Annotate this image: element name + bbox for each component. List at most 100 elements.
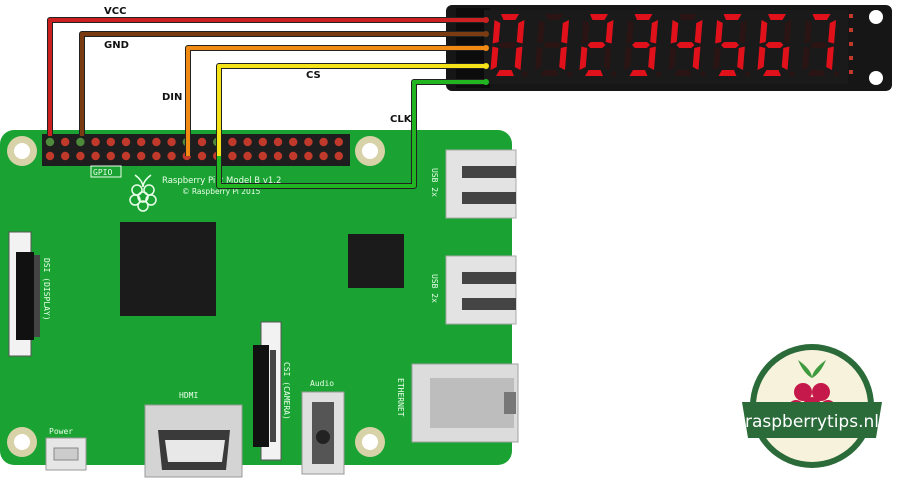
board-pcb [0, 130, 512, 465]
usb-port-bottom [445, 255, 517, 325]
segment-e [757, 46, 766, 70]
gpio-pin [91, 137, 100, 147]
wire-end [483, 63, 489, 69]
decimal-point [611, 71, 617, 77]
segment-f [759, 20, 768, 44]
gpio-header-body [42, 134, 350, 166]
segment-b [739, 20, 747, 44]
gpio-label-box [90, 165, 122, 178]
gpio-header [42, 134, 350, 166]
segment-c [559, 46, 567, 70]
gpio-pin [137, 151, 146, 161]
gpio-pin [91, 151, 100, 161]
segment-d [585, 70, 603, 76]
segment-e [490, 46, 499, 70]
gpio-pin [304, 151, 313, 161]
segment-b [650, 20, 658, 44]
digit-3 [624, 14, 662, 77]
hdmi-port [144, 404, 243, 478]
gpio-pin [243, 137, 252, 147]
segment-c [692, 46, 701, 70]
wire-label-cs: CS [306, 70, 321, 81]
wire-label-vcc: VCC [104, 6, 126, 17]
logo-text: raspberrytips.nl [745, 412, 879, 432]
display-header-pins [849, 14, 853, 74]
wire-cs [217, 64, 486, 156]
segment-g [810, 42, 828, 48]
gpio-pin [76, 151, 85, 161]
gpio-label: GPIO [93, 168, 112, 177]
segment-d [807, 70, 826, 76]
power-label: Power [49, 427, 73, 436]
segment-b [694, 20, 703, 44]
gpio-pin [106, 137, 116, 147]
usb-bottom-label: USB 2x [430, 274, 439, 303]
audio-jack [301, 391, 345, 475]
usb-top-label: USB 2x [430, 168, 439, 197]
digit-1 [535, 14, 573, 77]
dsi-label: DSI (DISPLAY) [42, 258, 51, 321]
gpio-pin [137, 137, 146, 147]
hdmi-label: HDMI [179, 391, 198, 400]
segment-f [492, 20, 501, 44]
segment-g [765, 42, 784, 48]
gpio-pin [334, 151, 343, 161]
segment-b [516, 20, 525, 44]
gpio-pin [76, 137, 85, 147]
wires [47, 17, 489, 189]
segment-f [715, 20, 723, 44]
segment-g [543, 42, 561, 48]
dsi-connector [8, 231, 40, 357]
segment-e [535, 46, 543, 70]
segment-d [718, 70, 737, 76]
wire-clk [217, 80, 486, 188]
segment-a [634, 14, 653, 20]
wire-vcc [48, 18, 486, 136]
gpio-pin [121, 137, 131, 147]
digit-5 [713, 14, 751, 77]
decimal-point [655, 71, 662, 77]
board-copyright: © Raspberry Pi 2015 [182, 187, 261, 196]
audio-label: Audio [310, 379, 334, 388]
raspberrytips-logo: raspberrytips.nl [742, 344, 882, 468]
gpio-pin [289, 151, 298, 161]
csi-label: CSI (CAMERA) [282, 362, 291, 420]
seven-segment-display-module [446, 5, 892, 91]
wire-label-gnd: GND [104, 40, 129, 51]
digit-0 [490, 14, 528, 77]
gpio-pin [197, 137, 207, 147]
segment-a [501, 14, 519, 20]
segment-e [624, 46, 632, 70]
gpio-pin [167, 151, 176, 161]
decimal-point [566, 71, 573, 77]
display-mount-holes [869, 10, 883, 85]
segment-g [721, 42, 739, 48]
gpio-pin [304, 137, 313, 147]
gpio-pin [106, 151, 116, 161]
decimal-point [833, 71, 840, 77]
segment-b [561, 20, 569, 44]
wire-outline [47, 17, 486, 136]
gpio-pin [60, 137, 70, 147]
wire-end [483, 17, 489, 23]
gpio-pin [319, 151, 328, 161]
segment-a [768, 14, 786, 20]
decimal-point [700, 71, 706, 77]
segment-f [581, 20, 590, 44]
soc-chip [120, 222, 216, 316]
segment-c [514, 46, 523, 70]
gpio-pin [258, 151, 267, 161]
ethernet-port [411, 363, 519, 443]
segment-a [812, 14, 831, 20]
segment-c [781, 46, 790, 70]
segment-c [737, 46, 745, 70]
segment-a [679, 14, 697, 20]
ethernet-label: ETHERNET [396, 378, 405, 417]
wire-label-clk: CLK [390, 114, 413, 125]
segment-e [579, 46, 588, 70]
digit-6 [757, 14, 795, 77]
segment-e [802, 46, 810, 70]
gpio-pin [228, 151, 237, 161]
